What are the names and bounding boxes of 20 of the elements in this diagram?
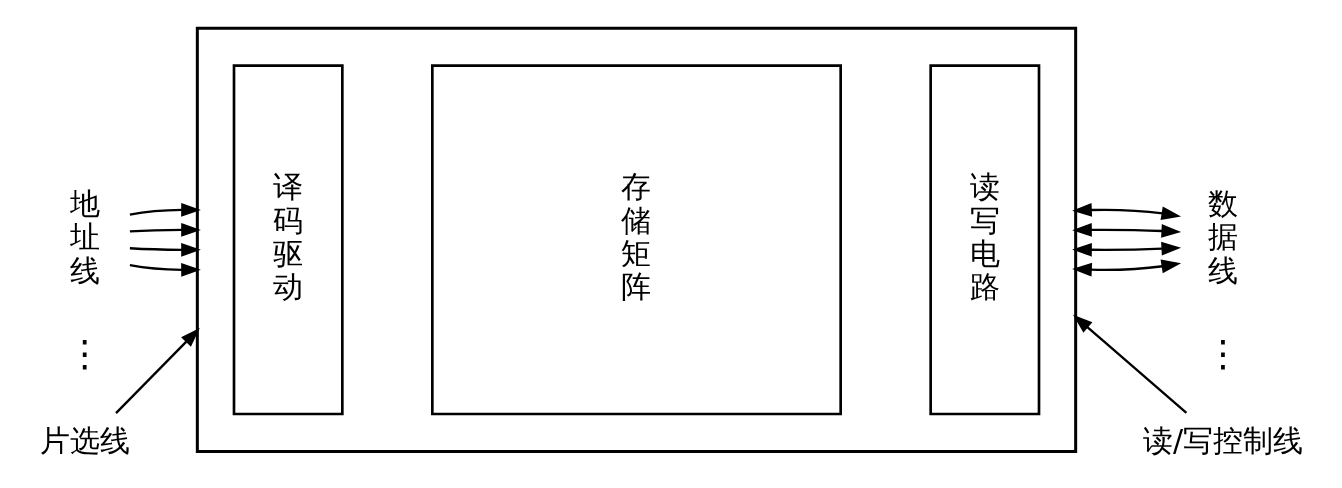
arrow (1071, 203, 1181, 221)
arrow (129, 262, 201, 277)
arrow (1071, 223, 1181, 238)
cluster (195, 26, 1077, 453)
label: ⋮ (66, 331, 103, 375)
node-text: 片选线 (39, 422, 130, 458)
node-box: 存储矩阵 (430, 64, 842, 416)
arrow (114, 327, 200, 414)
node-text: 数据线 (1207, 185, 1238, 288)
node-text: 读/写控制线 (1142, 422, 1303, 458)
arrow (129, 242, 201, 257)
arrow (129, 222, 201, 237)
node-text: 地址线 (69, 185, 100, 288)
label: ⋮ (1204, 331, 1241, 375)
arrow (1071, 241, 1181, 257)
node-box: 译码驱动 (232, 64, 344, 416)
node-box: 读写电路 (928, 64, 1040, 416)
arrow (129, 202, 201, 217)
arrow (1071, 259, 1181, 277)
arrow (1072, 314, 1187, 414)
